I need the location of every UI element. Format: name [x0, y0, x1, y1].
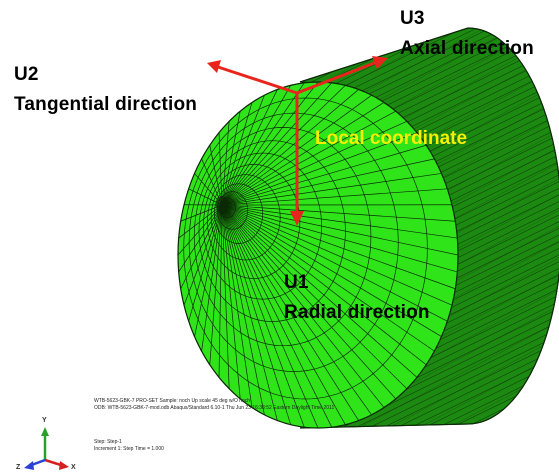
u1-arrowhead [290, 211, 304, 226]
triad-y-arrowhead [41, 427, 49, 436]
u1-label: U1 [284, 272, 309, 293]
u3-arrow [296, 60, 378, 95]
axial-direction-label: Axial direction [400, 38, 534, 59]
u2-arrowhead [207, 60, 221, 73]
local-coordinate-arrows [207, 56, 388, 226]
triad-y-label: Y [42, 417, 47, 424]
axis-triad [24, 427, 69, 470]
triad-x-label: X [71, 464, 76, 471]
triad-z-label: Z [16, 464, 21, 471]
step-info-line-2: Increment 1: Step Time = 1.000 [94, 446, 164, 452]
triad-z-arrowhead [24, 461, 34, 470]
cylinder-front-face [177, 81, 459, 429]
local-coordinate-label: Local coordinate [315, 128, 468, 149]
u3-arrowhead [372, 56, 388, 69]
model-info-line-1: WTB-5623-GBK-7 PRO-SET Sample: noch Up s… [94, 398, 251, 404]
u2-arrow [217, 65, 298, 95]
tangential-direction-label: Tangential direction [14, 94, 198, 115]
radial-direction-label: Radial direction [284, 302, 430, 323]
u3-label: U3 [400, 8, 425, 29]
step-info-line-1: Step: Step-1 [94, 439, 122, 445]
triad-x-arrowhead [59, 461, 69, 470]
model-info-line-2: ODB: WTB-5623-GBK-7-mod.odb Abaqus/Stand… [94, 405, 335, 411]
u2-label: U2 [14, 64, 39, 85]
